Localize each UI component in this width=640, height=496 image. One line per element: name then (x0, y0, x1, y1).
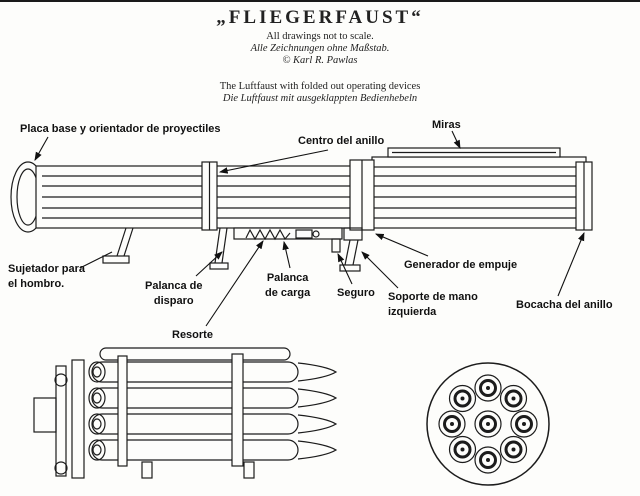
trigger-lever-part (209, 227, 229, 270)
barrel-muzzles (438, 374, 538, 474)
hand-support-grip (339, 227, 363, 272)
label-thrust-generator: Generador de empuje (404, 259, 518, 271)
pointer-miras (451, 130, 461, 149)
mechanism-housing (233, 227, 343, 253)
label-shoulder-rest: Sujetador para el hombro. (8, 263, 86, 290)
pointer-spring (205, 240, 264, 327)
front-band (231, 353, 244, 467)
pointer-thrust-generator (374, 233, 429, 257)
projectile-tips (297, 362, 338, 460)
label-cocking-lever: Palanca de carga (265, 272, 311, 299)
launch-tubes (91, 361, 299, 461)
shoulder-rest-hook (102, 227, 134, 264)
outer-casing-circle (426, 362, 550, 486)
main-tube (35, 165, 589, 229)
muzzle-ring (575, 161, 593, 231)
label-trigger-lever: Palanca de disparo (145, 280, 203, 307)
upper-tube-section (371, 156, 587, 168)
base-plate-cap (10, 161, 46, 233)
label-left-hand-support: Soporte de mano izquierda (388, 291, 478, 318)
label-base-plate: Placa base y orientador de proyectiles (20, 123, 221, 135)
pointer-base-plate (34, 136, 49, 161)
pointer-trigger-lever (195, 251, 223, 277)
note-english: All drawings not to scale. (266, 31, 374, 42)
label-sights: Miras (432, 119, 461, 131)
cocking-handle (295, 229, 313, 239)
tube-rear-caps (88, 361, 106, 461)
weapon-side-view (10, 147, 593, 272)
caption-english: The Luftfaust with folded out operating … (219, 81, 421, 92)
barrel-cluster-perspective-view (33, 347, 338, 479)
safety-knob (331, 238, 341, 253)
page-title: „FLIEGERFAUST“ (216, 7, 424, 28)
label-spring: Resorte (172, 329, 213, 341)
pointer-left-hand-support (361, 251, 399, 289)
pointer-safety (337, 253, 353, 285)
pointer-ring-muzzle (557, 231, 585, 297)
sight-rail (387, 147, 561, 158)
caption-german: Die Luftfaust mit ausgeklappten Bedienhe… (222, 93, 418, 104)
pointer-cocking-lever (282, 240, 291, 269)
label-ring-center: Centro del anillo (298, 135, 385, 147)
top-border-rule (0, 0, 640, 2)
pointer-ring-center (218, 149, 329, 174)
spring-coil (245, 228, 291, 241)
barrel-end-view (426, 362, 550, 486)
copyright-line: © Karl R. Pawlas (282, 55, 358, 66)
label-safety: Seguro (337, 287, 375, 299)
label-ring-muzzle: Bocacha del anillo (516, 299, 613, 311)
note-german: Alle Zeichnungen ohne Maßstab. (250, 43, 390, 54)
mid-band (349, 159, 375, 231)
ring-band (201, 161, 218, 231)
rear-band (117, 355, 128, 467)
